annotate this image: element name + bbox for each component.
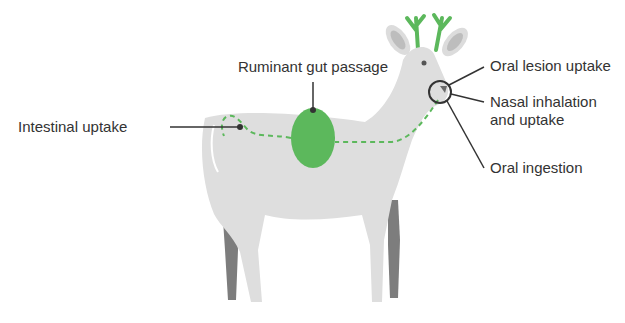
leader-line bbox=[449, 67, 484, 85]
antler bbox=[407, 16, 424, 50]
callout-label: Intestinal uptake bbox=[18, 118, 127, 136]
callout-label: Ruminant gut passage bbox=[238, 58, 388, 76]
callout-label: Oral lesion uptake bbox=[490, 57, 611, 75]
leader-dot bbox=[237, 124, 243, 130]
eye bbox=[422, 61, 427, 66]
antler bbox=[434, 15, 450, 50]
callout-label: Oral ingestion bbox=[490, 159, 583, 177]
leader-line bbox=[447, 101, 484, 168]
muzzle-highlight bbox=[429, 81, 451, 103]
callout-label: Nasal inhalation and uptake bbox=[490, 93, 615, 129]
leader-line bbox=[170, 126, 240, 128]
leader-dot bbox=[310, 107, 316, 113]
left-ear-inner bbox=[388, 28, 409, 52]
deer-body bbox=[202, 47, 448, 302]
leader-line bbox=[312, 82, 314, 108]
tail-line bbox=[212, 125, 218, 172]
nose bbox=[440, 86, 447, 93]
rumen bbox=[291, 108, 335, 168]
far-front-leg bbox=[388, 200, 400, 298]
right-ear-inner bbox=[444, 30, 466, 53]
leader-line bbox=[451, 94, 484, 102]
